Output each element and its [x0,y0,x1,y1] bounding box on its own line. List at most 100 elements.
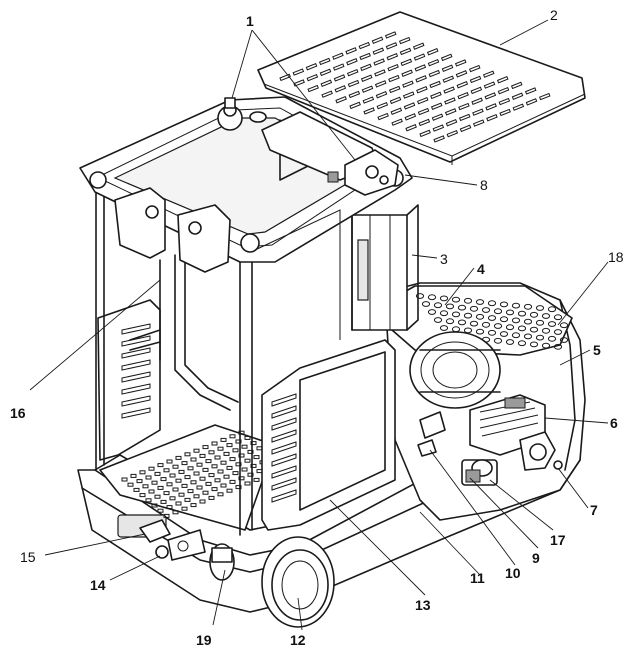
grating-slot [413,53,426,61]
floor-mat-cell [223,474,230,479]
floor-mat-cell [163,468,170,473]
callout-10: 10 [505,565,521,581]
floor-mat-cell [175,478,182,483]
vent-hole [463,312,473,319]
floor-mat-cell [238,430,245,435]
floor-mat-cell [238,476,245,481]
grating-slot [293,79,305,87]
vent-hole [511,302,521,309]
interior-tubing [129,209,341,411]
vent-hole [535,319,545,326]
floor-mat-cell [148,466,155,471]
floor-mat-cell [241,444,248,449]
floor-mat-cell [223,451,230,456]
grating-slot [348,90,361,99]
vent-hole [445,318,455,325]
grating-slot [485,103,497,111]
grating-slot [385,42,398,50]
vent-hole [433,302,443,309]
grating-slot [429,80,441,89]
callout-6: 6 [610,415,618,431]
tank-cylinder [409,331,501,409]
callout-11: 11 [470,570,485,586]
grating-slot [415,75,427,83]
floor-mat-cell [253,477,260,482]
operator-floor [99,424,276,531]
grating-slot [372,47,385,55]
floor-mat-cell [244,481,251,486]
vent-hole [505,324,515,331]
grating-slot [362,96,375,104]
grating-slot [458,102,470,111]
vent-hole [421,301,431,307]
grating-slot [321,90,333,98]
floor-mat-cell [184,497,191,502]
callout-7: 7 [590,502,598,518]
floor-mat-cell [220,460,227,465]
floor-mat-cell [160,499,167,504]
grating-slot [405,124,417,132]
grating-slot [512,103,525,111]
grating-slot [404,113,417,121]
grating-slot [335,96,347,104]
callout-12: 12 [290,632,306,648]
callout-17: 17 [550,532,566,548]
floor-mat-cell [202,445,209,450]
vent-slot [121,383,151,395]
floor-mat-cell [232,471,239,476]
grating-slot [511,92,524,100]
grating-slot [442,75,455,83]
vent-slot [121,335,151,347]
floor-mat-cell [145,498,152,503]
floor-mat-cell [172,464,179,469]
control-handles [217,97,399,196]
callout-18: 18 [608,249,624,265]
callout-5: 5 [593,342,601,358]
floor-mat-cell [169,473,176,478]
grating-slot [426,48,439,56]
floor-mat-cell [139,470,146,475]
floor-mat-cell [190,480,197,485]
grating-slot [386,53,399,61]
floor-mat-cell [208,473,215,478]
vent-hole [511,317,521,324]
floor-mat-cell [199,476,206,481]
vent-hole [433,317,443,323]
floor-mat-cell [229,457,236,462]
vent-hole [547,306,557,313]
vent-hole [559,337,569,343]
callout-13: 13 [415,597,431,613]
leader-lines [29,19,609,631]
floor-mat-cell [229,479,236,484]
grating-slot [430,91,442,100]
floor-mat-cell [202,467,209,472]
floor-mat-cell [202,490,209,495]
vent-slot [121,359,151,371]
grating-slot [377,112,389,121]
grating-slot [412,42,425,50]
floor-mat-cell [217,469,224,474]
mast-column [351,204,419,331]
grating-slot [431,113,444,121]
callout-16: 16 [10,405,26,421]
vent-hole [517,340,527,347]
floor-mat-cell [199,453,206,458]
vent-hole [451,296,461,303]
floor-mat-cell [139,493,146,498]
grating-slot [457,91,469,100]
grating-slot [486,114,498,122]
floor-mat-cell [193,448,200,453]
floor-mat-cell [244,435,251,440]
grating-slot [496,76,509,84]
floor-mat-cell [217,446,224,451]
vent-hole [439,310,449,317]
front-connectors [139,519,206,561]
grating-slot [334,85,347,93]
grating-slot [333,74,346,82]
floor-mat-cell [157,485,164,490]
floor-mat-cell [127,482,134,487]
grating-slot [440,53,453,62]
drive-wheel [261,536,335,628]
floor-mat-cell [238,453,245,458]
vent-hole [523,333,533,340]
